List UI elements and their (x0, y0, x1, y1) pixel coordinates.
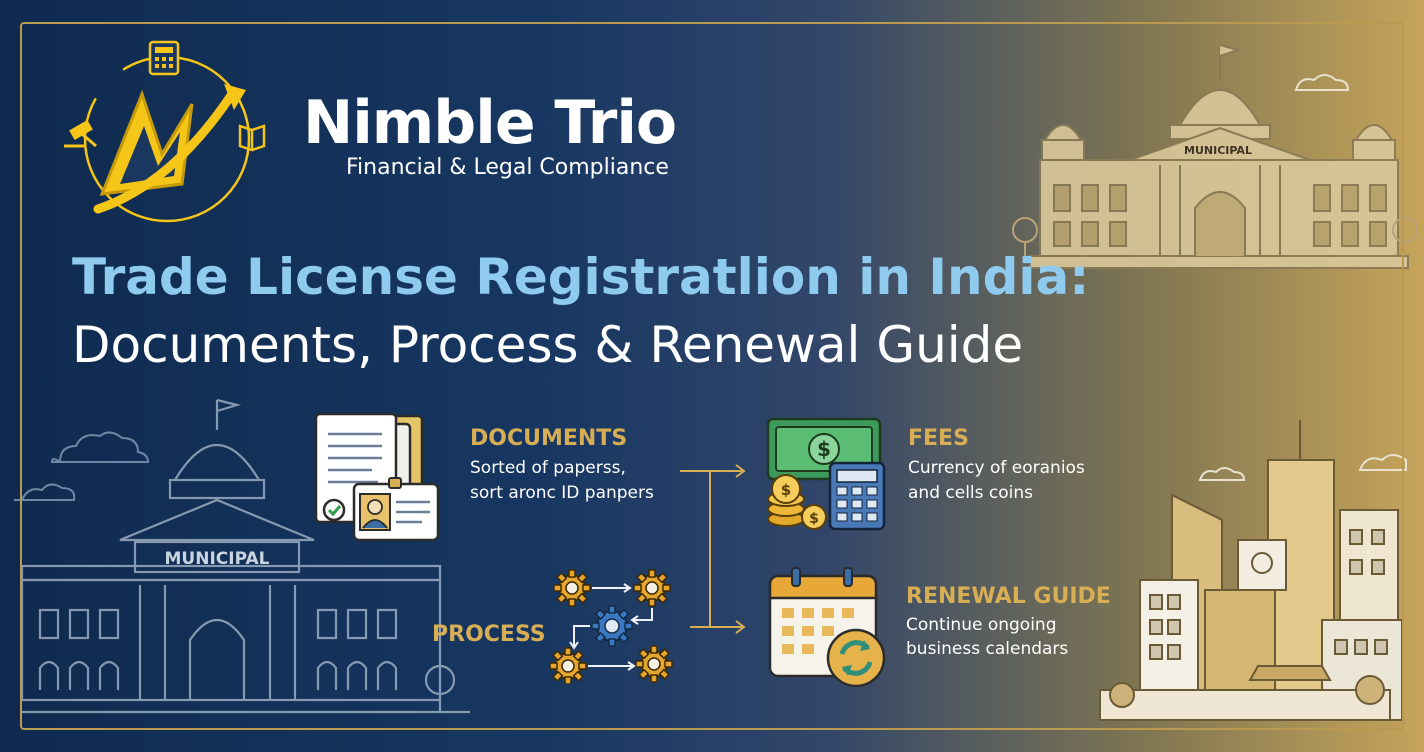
building-icon (1029, 44, 1409, 269)
cloud-icon (14, 431, 150, 501)
svg-text:$: $ (809, 511, 819, 527)
calculator-icon (148, 40, 180, 76)
left-building-label: MUNICIPAL (165, 549, 270, 569)
calculator-icon (828, 461, 886, 531)
brand-tagline: Financial & Legal Compliance (346, 155, 669, 180)
gavel-icon (64, 119, 97, 148)
fees-text-line1: Currency of eoranios (908, 458, 1085, 478)
documents-text-line2: sort aronc ID panpers (470, 483, 654, 503)
fees-heading: FEES (908, 426, 969, 451)
right-building-label: MUNICIPAL (1184, 144, 1252, 157)
logo-emblem (64, 40, 266, 223)
book-icon (238, 124, 266, 152)
building-icon (20, 398, 470, 714)
page-title-line2: Documents, Process & Renewal Guide (72, 316, 1024, 374)
renewal-heading: RENEWAL GUIDE (906, 584, 1111, 609)
coins-icon: $ $ (767, 474, 827, 530)
svg-text:$: $ (817, 437, 831, 461)
money-icon: $ $ $ (766, 417, 886, 531)
documents-text-line1: Sorted of paperss, (470, 458, 626, 478)
city-icon (1099, 420, 1403, 721)
id-card-icon (352, 477, 440, 542)
brand-name: Nimble Trio (303, 88, 677, 158)
process-heading: PROCESS (432, 622, 546, 647)
tree-icon (1012, 217, 1418, 262)
gears-icon (549, 569, 673, 684)
fees-text-line2: and cells coins (908, 483, 1034, 503)
document-stack-icon (314, 412, 440, 542)
calendar-icon (768, 567, 886, 688)
connector-arrows (680, 464, 746, 634)
refresh-icon (826, 628, 886, 688)
documents-heading: DOCUMENTS (470, 426, 628, 451)
page-title-line1: Trade License Registratlion in India: (72, 248, 1090, 306)
svg-text:$: $ (781, 481, 791, 499)
renewal-text-line1: Continue ongoing (906, 615, 1057, 635)
renewal-text-line2: business calendars (906, 639, 1069, 659)
